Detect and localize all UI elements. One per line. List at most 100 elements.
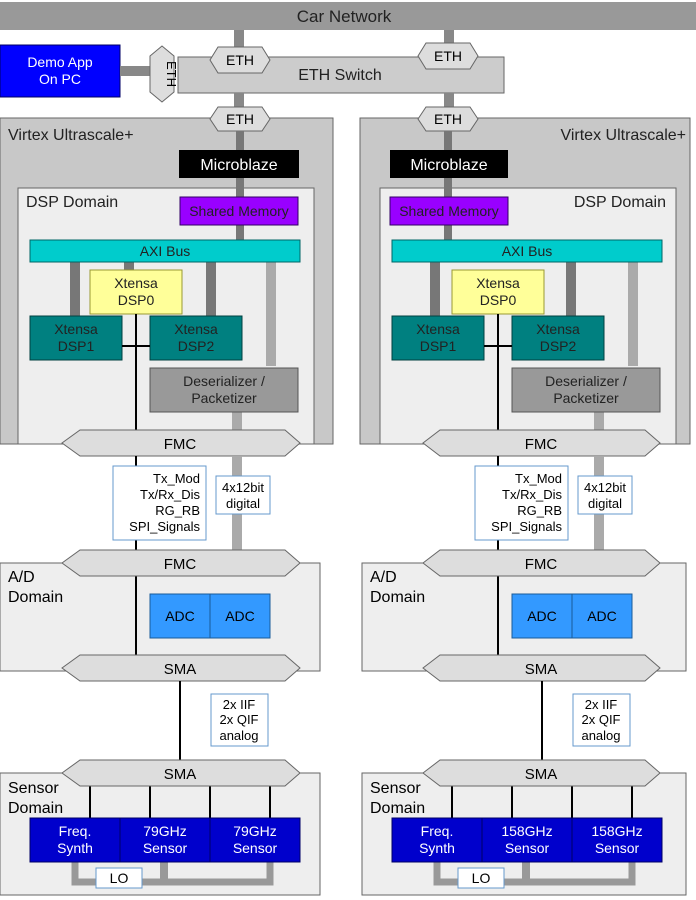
fpga-left-title: Virtex Ultrascale+	[8, 127, 134, 144]
eth-connector-demo	[149, 45, 175, 103]
analog-label: 2x QIF	[219, 712, 258, 727]
bus-dsp2-left	[206, 262, 216, 316]
freq-synth-line2: Synth	[57, 840, 93, 856]
car-link-right	[444, 30, 454, 50]
sensor-158ghz-line2: Sensor	[595, 840, 640, 856]
analog-label: analog	[581, 728, 620, 743]
adc-left-1	[149, 593, 211, 639]
eth-connector-top-left	[209, 46, 271, 74]
eth-connector-fpga-right	[417, 106, 479, 132]
digital-label: digital	[588, 496, 622, 511]
fmc-label: FMC	[525, 436, 558, 453]
dsp1-left-line2: DSP1	[58, 338, 95, 354]
microblaze-left-label: Microblaze	[200, 157, 277, 174]
analog-label: 2x QIF	[581, 712, 620, 727]
bus-dsp1-left	[70, 262, 80, 316]
dsp2-left	[149, 315, 243, 361]
lo-box-left	[95, 867, 143, 889]
axi-bus-left-label: AXI Bus	[140, 243, 191, 259]
dsp0-left-line2: DSP0	[118, 292, 155, 308]
bus-dsp2-right	[566, 262, 576, 316]
demo-app-label-line1: Demo App	[27, 54, 93, 70]
sma-sensor-left	[61, 759, 301, 787]
sensor-domain-right-title-2: Domain	[370, 800, 425, 817]
adc-label: ADC	[165, 608, 195, 624]
fmc-bottom-right	[422, 549, 661, 577]
adc-label: ADC	[587, 608, 617, 624]
freq-synth-line1: Freq.	[421, 823, 454, 839]
shared-memory-right-label: Shared Memory	[399, 203, 499, 219]
fmc-label: FMC	[525, 556, 558, 573]
sensor-158ghz-1	[481, 817, 573, 863]
dsp2-right-line1: Xtensa	[536, 321, 580, 337]
deserializer-right	[511, 367, 661, 413]
adc-left-2	[209, 593, 271, 639]
fpga-right-title: Virtex Ultrascale+	[560, 127, 686, 144]
dsp1-right	[391, 315, 485, 361]
freq-synth-line1: Freq.	[59, 823, 92, 839]
eth-connector-top-right	[417, 42, 479, 70]
eth-mb-link-right	[444, 131, 452, 150]
sensor-79ghz-line1: 79GHz	[233, 823, 277, 839]
sensor-domain-left-title-1: Sensor	[8, 780, 59, 797]
dsp0-right-line1: Xtensa	[476, 275, 520, 291]
analog-label: analog	[219, 728, 258, 743]
signal-label: Tx/Rx_Dis	[502, 487, 562, 502]
lo-label: LO	[472, 870, 491, 886]
eth-label: ETH	[434, 111, 462, 127]
signals-box-left	[112, 465, 207, 541]
analog-label: 2x IIF	[223, 697, 256, 712]
switch-link-left	[234, 93, 244, 107]
freq-synth-line2: Synth	[419, 840, 455, 856]
switch-link-right	[444, 93, 454, 107]
digital-label: digital	[226, 496, 260, 511]
lo-tap-left	[160, 862, 168, 882]
ad-domain-right-title-1: A/D	[370, 569, 397, 586]
sensor-79ghz-line1: 79GHz	[143, 823, 187, 839]
dsp0-left-line1: Xtensa	[114, 275, 158, 291]
sma-sensor-right	[422, 759, 661, 787]
sensor-158ghz-line1: 158GHz	[591, 823, 642, 839]
signal-label: SPI_Signals	[491, 519, 562, 534]
sma-label: SMA	[525, 766, 558, 783]
ad-domain-left-title-1: A/D	[8, 569, 35, 586]
digital-box-right	[577, 475, 633, 515]
signal-label: Tx_Mod	[153, 471, 200, 486]
eth-switch-label: ETH Switch	[298, 67, 382, 84]
fmc-label: FMC	[164, 436, 197, 453]
eth-mb-link-left	[236, 131, 244, 150]
demo-link	[120, 66, 150, 76]
microblaze-left	[179, 150, 299, 178]
eth-label: ETH	[164, 61, 179, 87]
sma-label: SMA	[525, 661, 558, 678]
sma-ad-left	[61, 654, 301, 682]
fmc-label: FMC	[164, 556, 197, 573]
shared-memory-left	[179, 196, 299, 226]
signal-label: SPI_Signals	[129, 519, 200, 534]
signal-label: RG_RB	[517, 503, 562, 518]
digital-box-left	[215, 475, 271, 515]
analog-box-left	[210, 693, 269, 747]
sensor-79ghz-line2: Sensor	[233, 840, 278, 856]
eth-connector-fpga-left	[209, 106, 271, 132]
axi-bus-right-label: AXI Bus	[502, 243, 553, 259]
signals-box-right	[474, 465, 569, 541]
lo-route-right	[433, 862, 636, 886]
dsp1-right-line2: DSP1	[420, 338, 457, 354]
signal-label: Tx/Rx_Dis	[140, 487, 200, 502]
eth-label: ETH	[434, 48, 462, 64]
dsp-domain-left-title: DSP Domain	[26, 194, 118, 211]
adc-right-2	[571, 593, 633, 639]
bus-dsp0-left	[124, 262, 134, 272]
dsp1-left	[29, 315, 123, 361]
adc-label: ADC	[527, 608, 557, 624]
digital-label: 4x12bit	[584, 480, 626, 495]
dsp-domain-right-title: DSP Domain	[574, 194, 666, 211]
freq-synth-left	[29, 817, 121, 863]
deserializer-left	[149, 367, 299, 413]
ad-domain-right-title-2: Domain	[370, 589, 425, 606]
sensor-158ghz-line2: Sensor	[505, 840, 550, 856]
dsp0-right	[451, 269, 545, 315]
axi-bus-right	[391, 239, 663, 263]
microblaze-right-label: Microblaze	[410, 157, 487, 174]
